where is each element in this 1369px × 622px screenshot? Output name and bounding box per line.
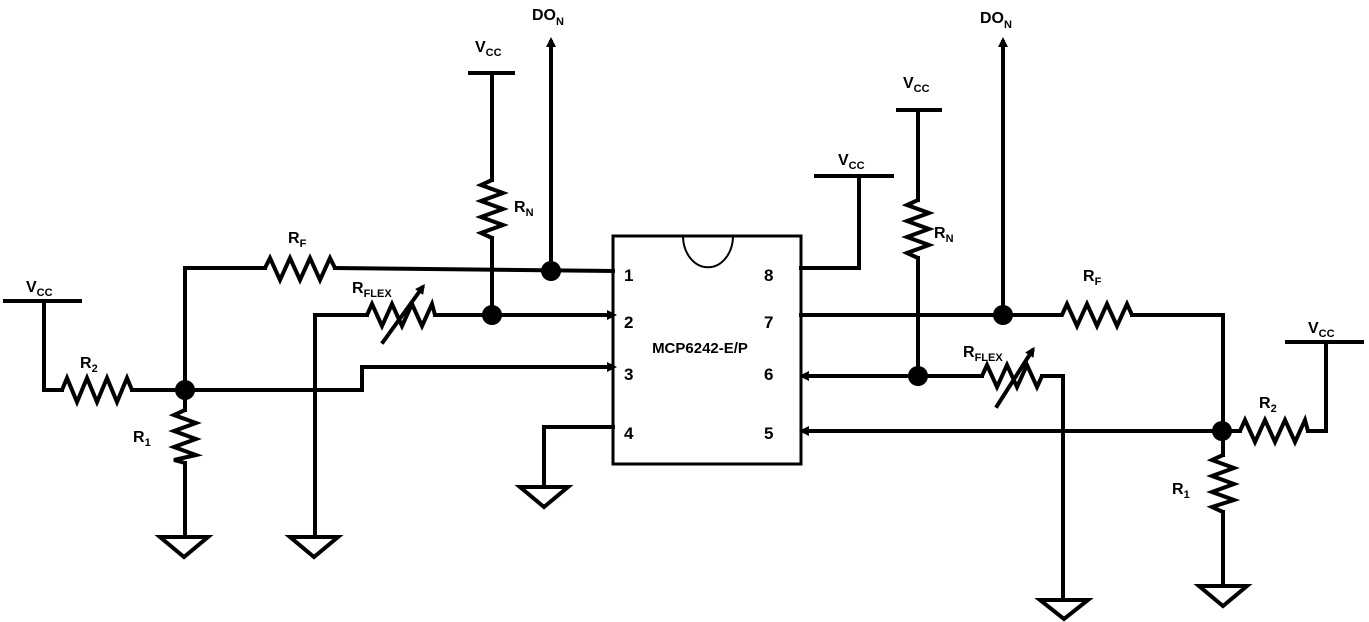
don-right-label: DON <box>980 10 1012 31</box>
rflex-left-resistor <box>365 298 437 331</box>
ground-icon <box>1193 584 1253 609</box>
pin-3-label: 3 <box>624 365 633 384</box>
rn-left-resistor <box>475 178 509 240</box>
ground-icon <box>514 485 574 510</box>
vcc-label: VCC <box>1308 320 1335 340</box>
pin-6-label: 6 <box>764 365 773 384</box>
rflex-right-label: RFLEX <box>963 344 1003 364</box>
pin-7-label: 7 <box>764 313 773 332</box>
r1-right-label: R1 <box>1172 481 1190 501</box>
ground-icon <box>1034 598 1094 622</box>
vcc-label: VCC <box>475 39 502 59</box>
pin-1-label: 1 <box>624 266 633 285</box>
r1-left-label: R1 <box>133 429 151 449</box>
rf-right-label: RF <box>1083 268 1102 288</box>
r2-right-resistor <box>1238 414 1310 447</box>
rn-right-resistor <box>901 198 935 260</box>
r1-right-resistor <box>1206 453 1241 514</box>
ground-icon <box>154 535 214 560</box>
variable-arrow-icon <box>994 346 1035 409</box>
r2-left-resistor <box>60 372 134 408</box>
pin-5-label: 5 <box>764 424 773 443</box>
component-labels: DON DON VCC VCC VCC VCC VCC RN RN RF RF … <box>26 7 1335 501</box>
vcc-label: VCC <box>838 152 865 172</box>
rf-left-label: RF <box>288 230 307 250</box>
don-left-label: DON <box>532 7 564 28</box>
r2-left-label: R2 <box>80 355 98 375</box>
pin-4-label: 4 <box>624 424 634 443</box>
left-circuit <box>3 37 617 560</box>
pin-8-label: 8 <box>764 266 773 285</box>
rf-right-resistor <box>1043 299 1134 331</box>
vcc-label: VCC <box>903 75 930 95</box>
r2-right-label: R2 <box>1259 395 1277 415</box>
vcc-label: VCC <box>26 279 53 299</box>
chip-part-number: MCP6242-E/P <box>652 340 748 357</box>
rf-left-resistor <box>263 253 337 285</box>
ground-icon <box>284 535 344 560</box>
rflex-right-resistor <box>980 360 1044 392</box>
right-circuit <box>799 37 1364 622</box>
opamp-chip: MCP6242-E/P 1 2 3 4 5 6 7 8 <box>611 234 803 466</box>
pin-2-label: 2 <box>624 313 633 332</box>
rflex-left-label: RFLEX <box>352 280 392 300</box>
r1-left-resistor <box>168 408 204 465</box>
variable-arrow-icon <box>380 283 425 345</box>
rn-right-label: RN <box>934 225 954 245</box>
rn-left-label: RN <box>514 199 534 219</box>
